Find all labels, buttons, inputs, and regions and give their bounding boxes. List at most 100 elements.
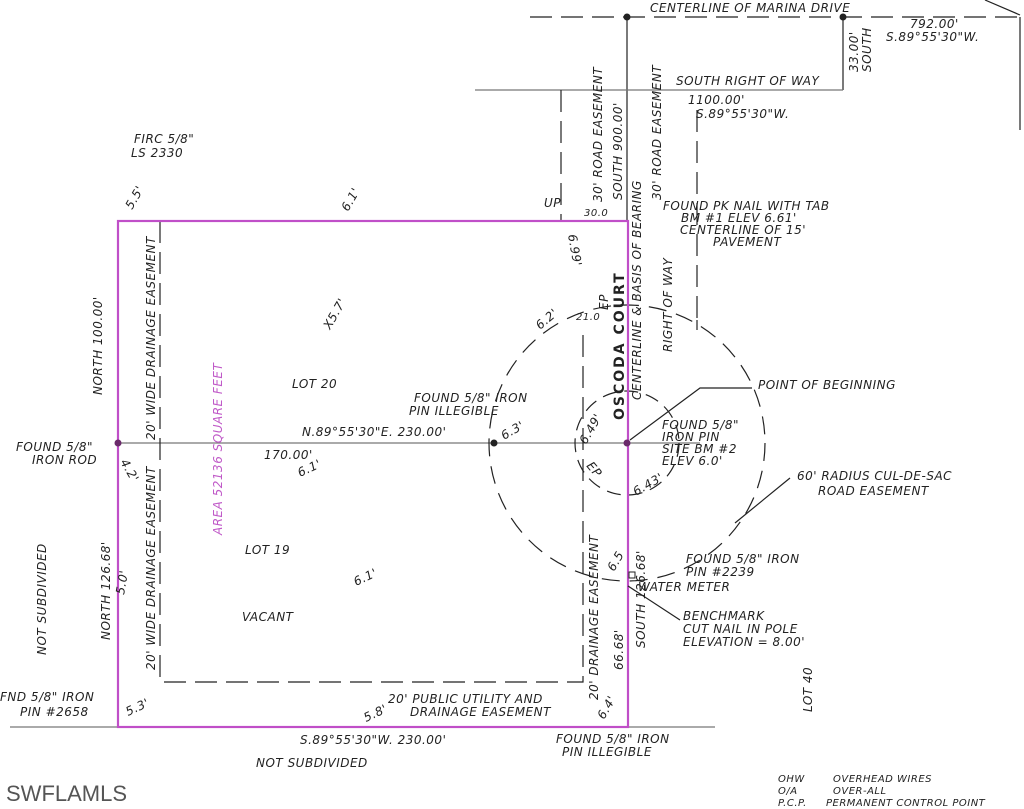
diagonal-line <box>984 0 1021 16</box>
elevation-label: 6.43' <box>631 470 666 498</box>
marina-centerline-label: CENTERLINE OF MARINA DRIVE <box>650 1 850 15</box>
elevation-label: 5.3' <box>123 696 151 719</box>
legend-meaning: OVERHEAD WIRES <box>833 774 932 785</box>
drainage-easement-label: 20' WIDE DRAINAGE EASEMENT <box>144 465 158 670</box>
iron-rod-dot <box>114 439 122 447</box>
utility-easement-label: 20' PUBLIC UTILITY AND <box>388 692 543 706</box>
dim-label: 66.68' <box>612 629 626 670</box>
dim-label: 170.00' <box>264 448 313 462</box>
site-bm-label: FOUND 5/8" <box>662 418 739 432</box>
pob-leader <box>629 387 752 441</box>
elevation-label: 6.49' <box>576 411 604 446</box>
dim-label: SOUTH <box>860 27 874 72</box>
culdesac-label: ROAD EASEMENT <box>818 484 930 498</box>
elevation-label: 6.3' <box>499 418 527 442</box>
street-name: OSCODA COURT <box>612 271 628 420</box>
pk-nail-label: BM #1 ELEV 6.61' <box>681 211 797 225</box>
legend-meaning: PERMANENT CONTROL POINT <box>826 798 986 809</box>
not-subdivided-label: NOT SUBDIVIDED <box>35 543 49 655</box>
road-easement-label: 30' ROAD EASEMENT <box>650 64 664 200</box>
bearing-label: N.89°55'30"E. 230.00' <box>302 425 446 439</box>
site-bm-label: IRON PIN <box>662 430 720 444</box>
area-label: AREA 52136 SQUARE FEET <box>211 362 225 536</box>
pk-nail-label: PAVEMENT <box>713 235 782 249</box>
elevation-label: 6.1' <box>338 185 362 213</box>
elevation-label: 6.1' <box>351 566 379 589</box>
water-meter-icon <box>628 571 636 579</box>
elevation-label: 6.2' <box>533 306 561 332</box>
site-bm-label: SITE BM #2 <box>662 442 737 456</box>
ep-label: EP <box>584 459 605 480</box>
dim-label: 792.00' <box>910 17 959 31</box>
dim-label: 33.00' <box>847 31 861 72</box>
elevation-label: 5.8' <box>361 702 389 725</box>
firc-label: FIRC 5/8" <box>134 132 194 146</box>
water-meter-label: WATER METER <box>638 580 730 594</box>
bearing-label: S.89°55'30"W. 230.00' <box>300 733 446 747</box>
iron-rod-label: FOUND 5/8" <box>16 440 93 454</box>
pin-2658-label: FND 5/8" IRON <box>0 690 94 704</box>
pk-nail-label: FOUND PK NAIL WITH TAB <box>663 199 830 213</box>
firc-label: LS 2330 <box>131 146 183 160</box>
lot-boundary <box>116 219 630 729</box>
south-126-label: SOUTH 126.68' <box>634 550 648 648</box>
south-900-label: SOUTH 900.00' <box>611 102 625 200</box>
elevation-label: X5.7' <box>320 296 349 333</box>
dim-label: 30.0 <box>584 208 608 219</box>
drainage-easement-label: 20' WIDE DRAINAGE EASEMENT <box>144 235 158 440</box>
monument-dot <box>839 13 847 21</box>
legend-code: O/A <box>778 786 798 797</box>
pob-label: POINT OF BEGINNING <box>758 378 896 392</box>
elevation-label: 4.2' <box>117 457 141 485</box>
utility-easement-label: DRAINAGE EASEMENT <box>410 705 552 719</box>
not-subdivided-label: NOT SUBDIVIDED <box>256 756 368 770</box>
lot-40-label: LOT 40 <box>801 667 815 712</box>
iron-pin-label: FOUND 5/8" IRON <box>414 391 528 405</box>
elevation-label: 5.5' <box>122 183 146 211</box>
culdesac-leader <box>734 477 791 524</box>
vacant-label: VACANT <box>242 610 295 624</box>
dim-label: 21.0 <box>576 312 600 323</box>
pk-nail-label: CENTERLINE OF 15' <box>680 223 806 237</box>
iron-pin-label: PIN ILLEGIBLE <box>562 745 652 759</box>
dim-label: 1100.00' <box>688 93 745 107</box>
drainage-easement-outline <box>159 221 584 683</box>
bearing-label: S.89°55'30"W. <box>696 107 789 121</box>
iron-pin-label: PIN ILLEGIBLE <box>409 404 499 418</box>
pob-dot <box>623 439 631 447</box>
elevation-label: 6.99' <box>565 233 584 267</box>
benchmark-leader <box>627 585 681 621</box>
benchmark-label: ELEVATION = 8.00' <box>683 635 805 649</box>
legend-meaning: OVER-ALL <box>833 786 887 797</box>
annotations: CENTERLINE OF MARINA DRIVE 792.00' S.89°… <box>0 1 979 806</box>
north-100-label: NORTH 100.00' <box>91 296 105 395</box>
north-126-label: NORTH 126.68' <box>99 541 113 640</box>
iron-pin-dot <box>490 439 498 447</box>
benchmark-label: BENCHMARK <box>683 609 765 623</box>
legend-code: P.C.P. <box>778 798 807 809</box>
utility-pole-label: UP <box>544 196 561 210</box>
right-of-way-label: RIGHT OF WAY <box>661 257 675 352</box>
lot-19-label: LOT 19 <box>245 543 290 557</box>
drainage-easement-label: 20' DRAINAGE EASEMENT <box>587 534 601 700</box>
legend: OHW OVERHEAD WIRES O/A OVER-ALL P.C.P. P… <box>778 774 986 809</box>
pin-2239-label: PIN #2239 <box>686 565 755 579</box>
watermark-logo: SWFLAMLS <box>6 781 127 806</box>
pin-2658-label: PIN #2658 <box>20 705 89 719</box>
iron-rod-label: IRON ROD <box>32 453 97 467</box>
elevation-label: 6.5 <box>604 549 626 574</box>
basis-label: CENTERLINE & BASIS OF BEARING <box>630 180 644 400</box>
benchmark-label: CUT NAIL IN POLE <box>683 622 798 636</box>
south-row-label: SOUTH RIGHT OF WAY <box>676 74 820 88</box>
pin-2239-label: FOUND 5/8" IRON <box>686 552 800 566</box>
site-bm-label: ELEV 6.0' <box>662 454 723 468</box>
culdesac-label: 60' RADIUS CUL-DE-SAC <box>797 469 952 483</box>
bearing-label: S.89°55'30"W. <box>886 30 979 44</box>
linework <box>10 0 1021 729</box>
elevation-label: 5.0' <box>113 569 131 595</box>
ep-label: EP <box>597 294 611 310</box>
road-easement-label: 30' ROAD EASEMENT <box>591 66 605 202</box>
legend-code: OHW <box>778 774 805 785</box>
